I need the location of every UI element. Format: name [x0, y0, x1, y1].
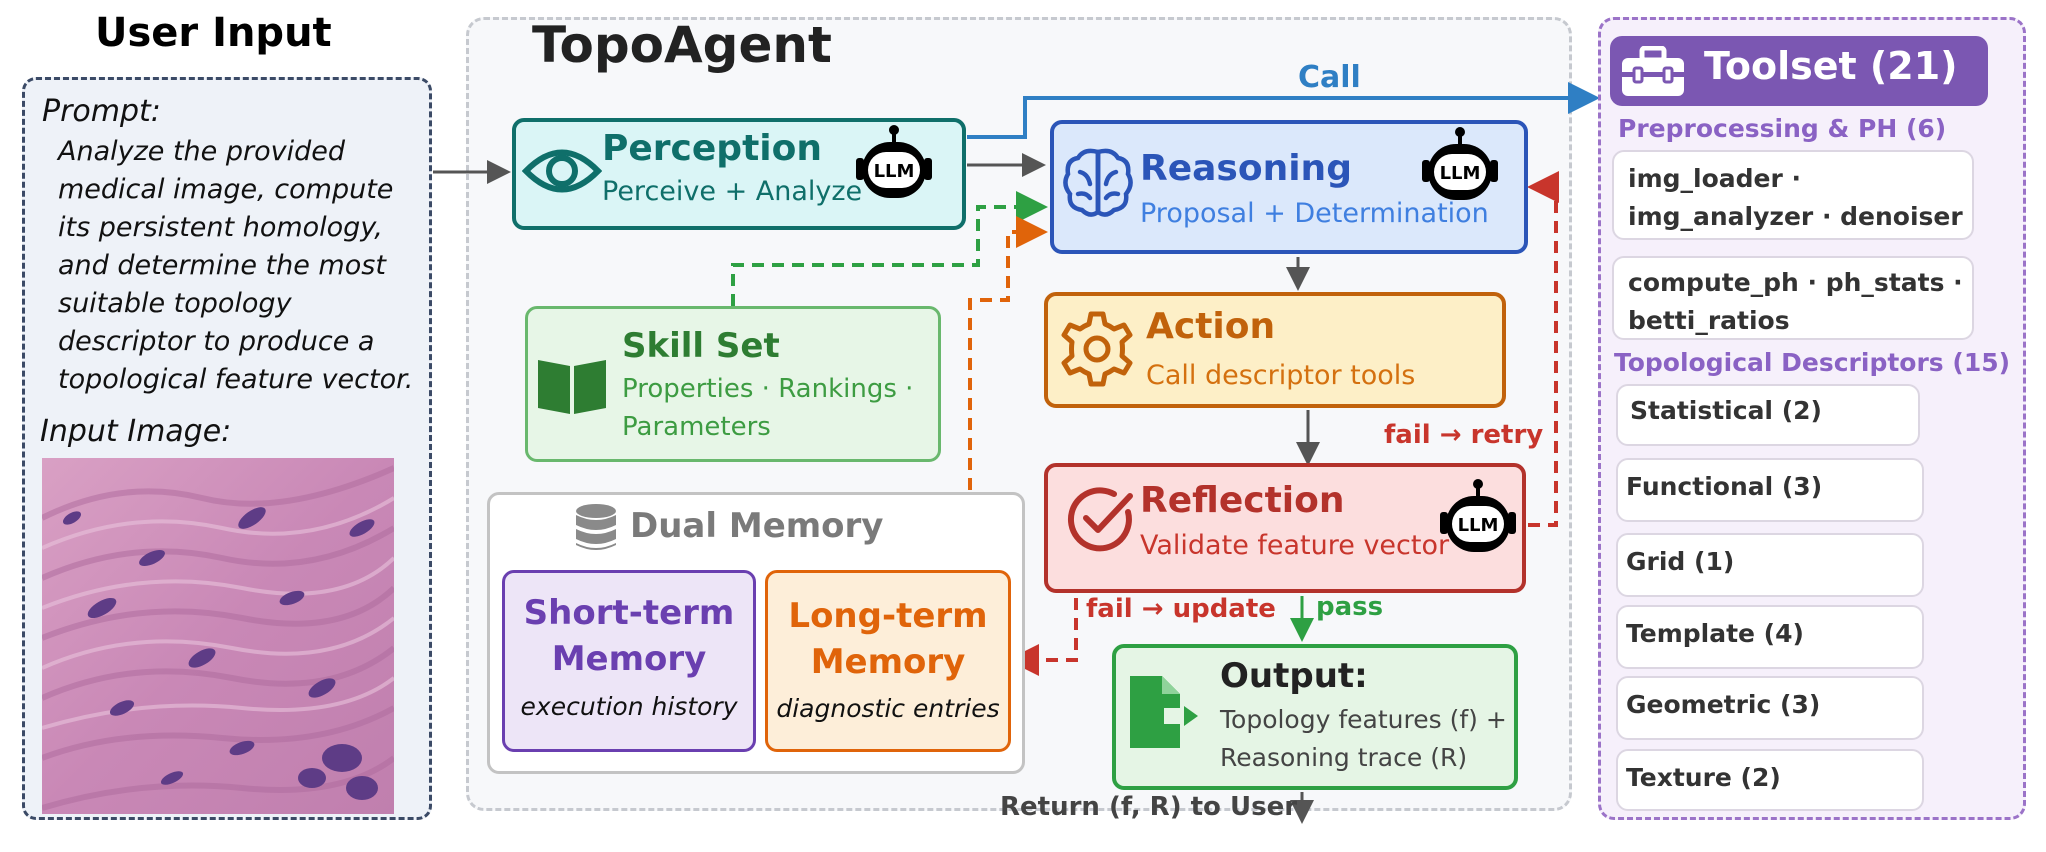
dual-memory-title: Dual Memory	[630, 506, 884, 546]
long-term-desc: diagnostic entries	[776, 694, 1000, 723]
robot-llm-icon: LLM	[856, 125, 932, 198]
descriptor-item: Functional (3)	[1616, 458, 1924, 522]
descriptor-item: Statistical (2)	[1616, 384, 1920, 446]
robot-llm-icon: LLM	[1422, 127, 1498, 200]
prompt-line: its persistent homology,	[58, 212, 383, 243]
input-image	[42, 458, 394, 814]
short-term-line1: Short-term	[523, 593, 735, 633]
prompt-line: medical image, compute	[58, 174, 394, 205]
short-term-memory-box	[502, 570, 756, 752]
long-term-line1: Long-term	[788, 596, 988, 636]
call-label: Call	[1298, 60, 1361, 95]
output-line2: Reasoning trace (R)	[1220, 743, 1468, 772]
database-icon	[576, 504, 616, 550]
short-term-desc: execution history	[520, 692, 738, 721]
llm-badge-text: LLM	[1458, 515, 1499, 536]
book-icon	[538, 360, 606, 414]
prompt-label: Prompt:	[42, 94, 161, 129]
perception-title: Perception	[602, 128, 822, 169]
llm-badge-text: LLM	[1440, 163, 1481, 184]
robot-llm-icon: LLM	[1440, 479, 1516, 552]
preprocessing-tools-2: compute_ph · ph_stats · betti_ratios	[1612, 256, 1974, 340]
eye-icon	[522, 149, 602, 193]
check-circle-icon	[1067, 487, 1133, 552]
action-title: Action	[1146, 306, 1276, 347]
output-line1: Topology features (f) +	[1220, 705, 1507, 734]
tool-line: img_analyzer · denoiser	[1628, 202, 1963, 231]
prompt-text: Analyze the provided medical image, comp…	[58, 133, 413, 399]
action-subtitle: Call descriptor tools	[1146, 360, 1416, 391]
descriptor-item: Texture (2)	[1616, 749, 1924, 811]
fail-retry-label: fail → retry	[1384, 420, 1544, 450]
perception-subtitle: Perceive + Analyze	[602, 176, 863, 207]
pass-label: pass	[1316, 592, 1384, 622]
tool-line: compute_ph · ph_stats ·	[1628, 268, 1963, 297]
long-term-line2: Memory	[810, 642, 966, 682]
descriptors-header: Topological Descriptors (15)	[1614, 348, 2011, 377]
toolset-title: Toolset (21)	[1704, 44, 1958, 88]
prompt-line: and determine the most	[58, 250, 386, 281]
topoagent-title: TopoAgent	[532, 16, 832, 74]
prompt-line: descriptor to produce a	[58, 326, 375, 357]
skill-set-title: Skill Set	[622, 326, 780, 366]
user-input-title: User Input	[95, 10, 332, 56]
preprocessing-tools-1: img_loader · img_analyzer · denoiser	[1612, 150, 1974, 240]
output-box	[1112, 644, 1518, 790]
short-term-line2: Memory	[551, 639, 707, 679]
fail-update-label: fail → update	[1086, 594, 1276, 624]
descriptor-item: Grid (1)	[1616, 533, 1924, 597]
descriptor-item: Template (4)	[1616, 605, 1924, 669]
prompt-line: Analyze the provided	[58, 136, 345, 167]
descriptor-item: Geometric (3)	[1616, 676, 1924, 740]
output-title: Output:	[1220, 656, 1368, 696]
reflection-subtitle: Validate feature vector	[1140, 530, 1450, 561]
toolbox-icon	[1622, 46, 1684, 96]
prompt-line: topological feature vector.	[58, 364, 414, 395]
tool-line: betti_ratios	[1628, 306, 1790, 335]
llm-badge-text: LLM	[874, 161, 915, 182]
input-image-label: Input Image:	[40, 414, 232, 449]
short-term-memory-title: Short-term Memory	[502, 590, 756, 682]
brain-icon	[1063, 148, 1133, 217]
long-term-memory-title: Long-term Memory	[765, 593, 1011, 685]
reasoning-title: Reasoning	[1140, 148, 1352, 189]
reflection-title: Reflection	[1140, 480, 1345, 521]
return-label: Return (f, R) to User	[1000, 792, 1298, 822]
prompt-line: suitable topology	[58, 288, 292, 319]
skill-set-line1: Properties · Rankings ·	[622, 374, 914, 404]
tool-line: img_loader ·	[1628, 164, 1802, 193]
skill-set-line2: Parameters	[622, 412, 771, 442]
file-export-icon	[1130, 676, 1198, 748]
reasoning-subtitle: Proposal + Determination	[1140, 198, 1489, 229]
preprocessing-header: Preprocessing & PH (6)	[1618, 114, 1947, 143]
long-term-memory-box	[765, 570, 1011, 752]
gear-icon	[1061, 311, 1133, 387]
